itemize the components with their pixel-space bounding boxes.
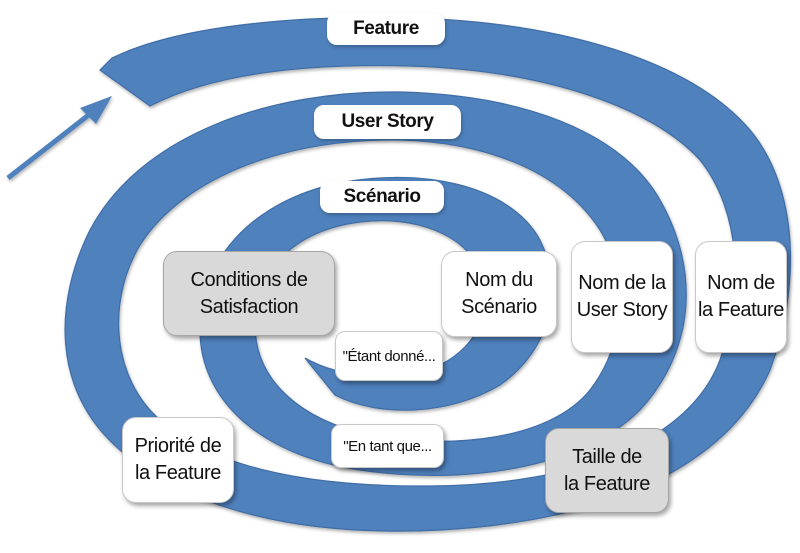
nom-du-scenario-box: Nom du Scénario (441, 251, 557, 337)
scenario-label: Scénario (320, 181, 444, 213)
nom-de-la-user-story-box: Nom de la User Story (571, 241, 673, 353)
entry-arrow (6, 96, 112, 180)
conditions-de-satisfaction-box: Conditions de Satisfaction (163, 251, 335, 336)
etant-donne-box: "Étant donné... (335, 331, 443, 381)
en-tant-que-box: "En tant que... (331, 424, 444, 468)
user-story-label: User Story (314, 105, 461, 139)
feature-label: Feature (327, 13, 445, 45)
priorite-de-la-feature-box: Priorité de la Feature (122, 417, 234, 503)
taille-de-la-feature-box: Taille de la Feature (545, 428, 669, 513)
nom-de-la-feature-box: Nom de la Feature (695, 241, 787, 353)
